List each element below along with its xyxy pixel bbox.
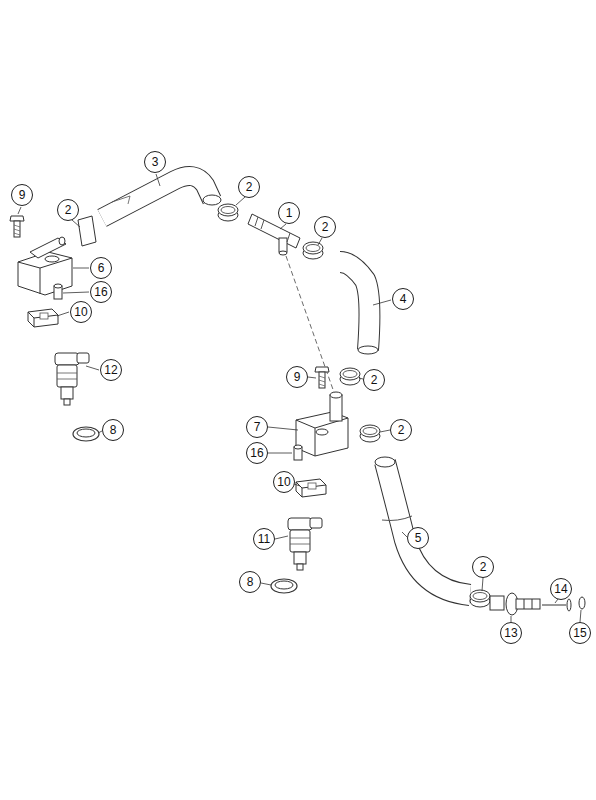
callout-number: 10: [277, 476, 290, 488]
callout-number: 8: [110, 424, 117, 436]
callout-number: 5: [415, 532, 422, 544]
callout-circle: 4: [392, 288, 414, 310]
callout-number: 16: [250, 447, 263, 459]
callout-circle: 12: [100, 359, 122, 381]
callout-circle: 11: [253, 528, 275, 550]
callout-number: 9: [294, 371, 301, 383]
callout-number: 3: [152, 156, 159, 168]
callout-number: 12: [104, 364, 117, 376]
callout-number: 4: [400, 293, 407, 305]
callout-circle: 2: [57, 199, 79, 221]
callout-number: 14: [554, 583, 567, 595]
callout-circle: 13: [500, 622, 522, 644]
callout-circle: 2: [238, 176, 260, 198]
callout-circle: 8: [102, 419, 124, 441]
callout-number: 2: [322, 221, 329, 233]
callout-circle: 2: [472, 556, 494, 578]
callout-circle: 10: [273, 471, 295, 493]
callout-circle: 5: [407, 527, 429, 549]
callout-circle: 9: [286, 366, 308, 388]
callout-number: 8: [247, 576, 254, 588]
callout-number: 11: [258, 533, 270, 545]
callout-circle: 15: [569, 622, 591, 644]
callout-circle: 6: [90, 257, 112, 279]
callout-number: 7: [254, 421, 261, 433]
callout-number: 15: [573, 627, 586, 639]
callout-circle: 2: [314, 216, 336, 238]
callout-circle: 16: [90, 281, 112, 303]
callout-circle: 8: [239, 571, 261, 593]
callout-circle: 10: [70, 301, 92, 323]
callout-number: 2: [480, 561, 487, 573]
callout-number: 10: [74, 306, 87, 318]
callout-circle: 3: [144, 151, 166, 173]
callout-number: 1: [286, 207, 293, 219]
callout-number: 2: [371, 374, 378, 386]
callout-number: 9: [19, 189, 26, 201]
callout-circle: 2: [363, 369, 385, 391]
callout-circle: 14: [550, 578, 572, 600]
callout-number: 16: [94, 286, 107, 298]
callout-number: 2: [398, 424, 405, 436]
callout-number: 6: [98, 262, 105, 274]
callout-circle: 1: [278, 202, 300, 224]
callout-number: 2: [246, 181, 253, 193]
callout-circle: 2: [390, 419, 412, 441]
callout-circle: 16: [246, 442, 268, 464]
callout-circle: 7: [246, 416, 268, 438]
callout-number: 2: [65, 204, 72, 216]
callout-number: 13: [504, 627, 517, 639]
callout-circle: 9: [11, 184, 33, 206]
